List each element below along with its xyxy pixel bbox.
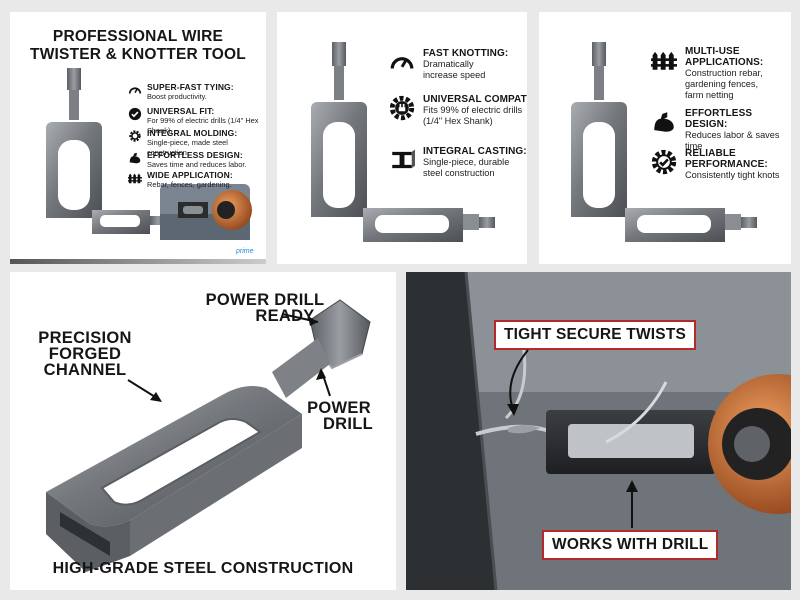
fence-icon xyxy=(651,51,677,70)
feature-universal-compatibility: UNIVERSAL COMPATIBILITY:Fits 99% of elec… xyxy=(389,94,527,127)
callout-precision-forged-channel: PRECISION FORGED CHANNEL xyxy=(38,329,132,379)
drill-inset-photo xyxy=(160,184,252,240)
feature-super-fast-tying: SUPER-FAST TYING:Boost productivity. xyxy=(128,82,234,102)
gear-check-icon xyxy=(651,149,677,175)
tag-tight-secure-twists: TIGHT SECURE TWISTS xyxy=(494,320,697,350)
feature-effortless-design: EFFORTLESS DESIGN:Saves time and reduces… xyxy=(128,150,246,170)
tool-upright-image xyxy=(46,68,102,218)
panel-title-line1: PROFESSIONAL WIRE xyxy=(52,28,224,45)
panel-footer-caption: HIGH-GRADE STEEL CONSTRUCTION xyxy=(52,560,354,577)
tag-arrows xyxy=(507,349,638,528)
tool-upright-image xyxy=(571,42,627,217)
arrow-to-shank xyxy=(127,313,331,402)
muscle-arm-icon xyxy=(654,112,674,132)
feature-universal-fit: UNIVERSAL FIT:For 99% of electric drills… xyxy=(128,106,266,136)
panel-title-line2: TWISTER & KNOTTER TOOL xyxy=(30,46,246,63)
checkmark-circle-icon xyxy=(128,107,142,121)
feature-wide-application: WIDE APPLICATION:Rebar, fences, gardenin… xyxy=(128,170,233,190)
product-panel-closeup: POWER DRILL READY PRECISION FORGED CHANN… xyxy=(10,272,396,590)
tool-closeup-image xyxy=(46,299,371,572)
bottom-gradient-bar xyxy=(10,259,266,264)
prime-badge: prime xyxy=(236,248,254,255)
steel-beam-icon xyxy=(392,149,415,169)
gear-icon xyxy=(129,130,141,142)
speedometer-icon xyxy=(390,57,414,69)
tag-works-with-drill: WORKS WITH DRILL xyxy=(542,530,719,560)
gear-plug-icon xyxy=(389,95,415,121)
speedometer-icon xyxy=(128,87,142,94)
callout-power-drill: POWER DRILL xyxy=(307,399,374,433)
fence-icon xyxy=(128,173,142,184)
tool-lying-image xyxy=(363,208,495,242)
feature-integral-molding: INTEGRAL MOLDING:Single-piece, made stee… xyxy=(128,128,266,158)
callout-power-drill-ready: POWER DRILL READY xyxy=(205,291,325,325)
product-panel-overview: PROFESSIONAL WIRE TWISTER & KNOTTER TOOL… xyxy=(10,12,266,264)
tool-upright-image xyxy=(311,42,367,217)
tool-lying-image xyxy=(92,210,166,234)
muscle-arm-icon xyxy=(129,152,141,164)
tool-lying-image xyxy=(625,208,757,242)
product-panel-in-use: TIGHT SECURE TWISTS WORKS WITH DRILL xyxy=(406,272,791,590)
